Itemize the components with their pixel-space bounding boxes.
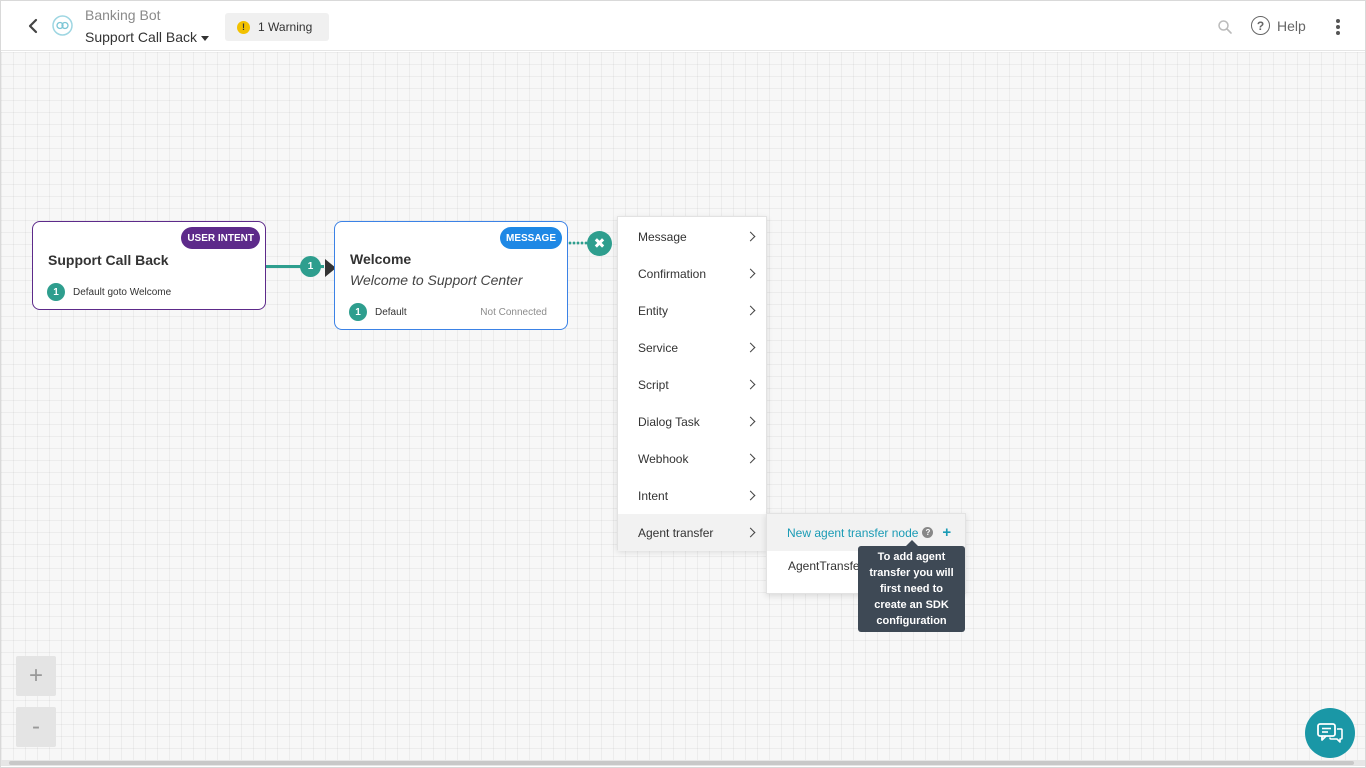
close-menu-button[interactable]: ✖	[587, 231, 612, 256]
back-button[interactable]	[23, 15, 43, 37]
more-options-icon[interactable]	[1331, 17, 1345, 37]
connection-label: Default goto Welcome	[73, 286, 172, 298]
menu-item-webhook[interactable]: Webhook	[618, 440, 766, 477]
chevron-right-icon	[745, 342, 756, 353]
menu-item-script[interactable]: Script	[618, 366, 766, 403]
intent-connection-row: 1 Default goto Welcome	[47, 283, 171, 301]
message-connection-row: 1 Default	[349, 303, 407, 321]
connection-number-badge: 1	[349, 303, 367, 321]
chevron-right-icon	[745, 527, 756, 538]
chevron-right-icon	[745, 416, 756, 427]
menu-item-label: Entity	[638, 303, 669, 318]
warning-label: 1 Warning	[258, 20, 313, 34]
intent-node-title: Support Call Back	[48, 252, 169, 268]
horizontal-scrollbar[interactable]	[1, 760, 1365, 766]
help-label: Help	[1277, 17, 1306, 34]
dotted-connector	[568, 241, 588, 245]
menu-item-entity[interactable]: Entity	[618, 292, 766, 329]
chevron-right-icon	[745, 268, 756, 279]
chevron-right-icon	[745, 453, 756, 464]
zoom-out-button[interactable]: -	[16, 707, 56, 747]
menu-item-label: Agent transfer	[638, 525, 714, 540]
new-agent-transfer-label: New agent transfer node	[787, 525, 919, 540]
menu-item-agent-transfer[interactable]: Agent transfer	[618, 514, 766, 551]
task-name: Support Call Back	[85, 29, 198, 45]
menu-item-label: Dialog Task	[638, 414, 700, 429]
help-icon[interactable]: ?	[922, 527, 934, 538]
menu-item-confirmation[interactable]: Confirmation	[618, 255, 766, 292]
menu-item-label: Intent	[638, 488, 669, 503]
connection-number-badge: 1	[47, 283, 65, 301]
close-icon: ✖	[593, 235, 606, 251]
menu-item-label: Confirmation	[638, 266, 707, 281]
node-type-menu: Message Confirmation Entity Service Scri…	[617, 216, 767, 551]
connector-arrow-icon	[325, 259, 336, 277]
bot-name: Banking Bot	[85, 7, 161, 23]
user-intent-badge: USER INTENT	[181, 227, 260, 249]
chevron-left-icon	[28, 18, 38, 34]
message-node-title: Welcome	[350, 251, 412, 267]
chevron-right-icon	[745, 305, 756, 316]
node-connector-line	[266, 265, 324, 268]
menu-item-label: Script	[638, 377, 669, 392]
chevron-right-icon	[745, 379, 756, 390]
menu-item-message[interactable]: Message	[618, 218, 766, 255]
top-header: Banking Bot Support Call Back ! 1 Warnin…	[1, 1, 1365, 51]
menu-item-dialog-task[interactable]: Dialog Task	[618, 403, 766, 440]
menu-item-label: Message	[638, 229, 687, 244]
sdk-config-tooltip: To add agent transfer you will first nee…	[858, 540, 965, 632]
bot-logo-icon	[52, 15, 73, 36]
chat-widget-button[interactable]	[1305, 708, 1355, 758]
menu-item-label: Service	[638, 340, 679, 355]
menu-item-service[interactable]: Service	[618, 329, 766, 366]
message-badge: MESSAGE	[499, 227, 562, 249]
connector-number-badge[interactable]: 1	[300, 256, 321, 277]
chevron-right-icon	[745, 231, 756, 242]
scrollbar-thumb[interactable]	[9, 761, 1354, 765]
connection-label: Default	[375, 306, 407, 318]
connection-status: Not Connected	[480, 307, 547, 318]
task-selector[interactable]: Support Call Back	[85, 29, 210, 45]
chevron-right-icon	[745, 490, 756, 501]
help-button[interactable]: ? Help	[1251, 16, 1306, 35]
caret-down-icon	[201, 35, 210, 41]
message-node[interactable]: MESSAGE Welcome Welcome to Support Cente…	[334, 221, 568, 330]
help-icon: ?	[1251, 16, 1270, 35]
menu-item-intent[interactable]: Intent	[618, 477, 766, 514]
chat-bubbles-icon	[1317, 723, 1343, 743]
message-node-subtitle: Welcome to Support Center	[350, 272, 523, 288]
zoom-in-button[interactable]: +	[16, 656, 56, 696]
user-intent-node[interactable]: USER INTENT Support Call Back 1 Default …	[32, 221, 266, 310]
new-agent-transfer-node-button[interactable]: New agent transfer node ? +	[767, 514, 965, 551]
search-icon[interactable]	[1217, 19, 1233, 35]
warning-badge[interactable]: ! 1 Warning	[225, 13, 329, 41]
agent-transfer-existing-item[interactable]: AgentTransfe	[788, 559, 860, 573]
menu-item-label: Webhook	[638, 451, 689, 466]
warning-icon: !	[237, 20, 250, 34]
plus-icon[interactable]: +	[942, 524, 952, 541]
